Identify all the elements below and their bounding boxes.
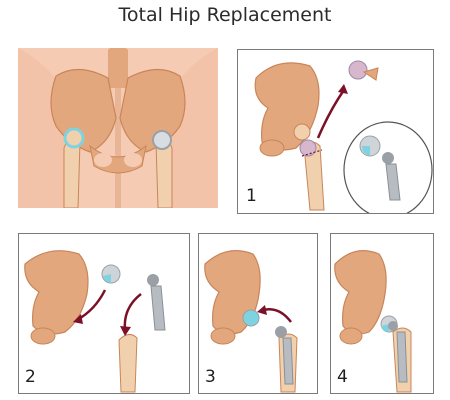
pelvis-bone xyxy=(254,62,320,151)
step-3-illustration xyxy=(204,250,298,393)
spine xyxy=(108,48,128,88)
step-number-4: 4 xyxy=(337,367,348,387)
right-hip-implant xyxy=(152,130,172,150)
step-panel-1: 1 xyxy=(237,49,434,214)
implant-stem xyxy=(282,337,294,385)
step-panel-2: 2 xyxy=(18,233,190,394)
left-hip-joint xyxy=(63,127,85,149)
reduction-arrow xyxy=(262,308,292,323)
implant-stem xyxy=(385,163,401,201)
implant-ball xyxy=(147,274,159,286)
stem-insert-arrow xyxy=(123,293,142,331)
implant-ball xyxy=(382,152,394,164)
femur xyxy=(118,334,138,393)
step-number-3: 3 xyxy=(205,367,216,387)
implant-ball xyxy=(275,326,287,338)
step-number-1: 1 xyxy=(246,186,257,206)
pelvis-bone xyxy=(334,250,387,335)
step-1-illustration xyxy=(254,60,433,213)
implant-stem xyxy=(150,285,166,331)
pelvis-bone xyxy=(24,250,89,335)
step-number-2: 2 xyxy=(25,367,36,387)
diagram-title: Total Hip Replacement xyxy=(118,4,332,26)
pelvis-overview-svg xyxy=(18,48,218,208)
implant-ball xyxy=(388,321,398,331)
removal-arrow xyxy=(316,89,346,139)
step-panel-3: 3 xyxy=(198,233,318,394)
pelvis-overview xyxy=(18,48,218,208)
right-ilium xyxy=(119,68,186,153)
implant-stem xyxy=(396,331,408,383)
acetabular-cup xyxy=(242,309,260,327)
step-panel-4: 4 xyxy=(330,233,434,394)
removed-femoral-head xyxy=(348,60,379,81)
step-4-illustration xyxy=(334,250,412,393)
step-2-illustration xyxy=(24,250,166,393)
